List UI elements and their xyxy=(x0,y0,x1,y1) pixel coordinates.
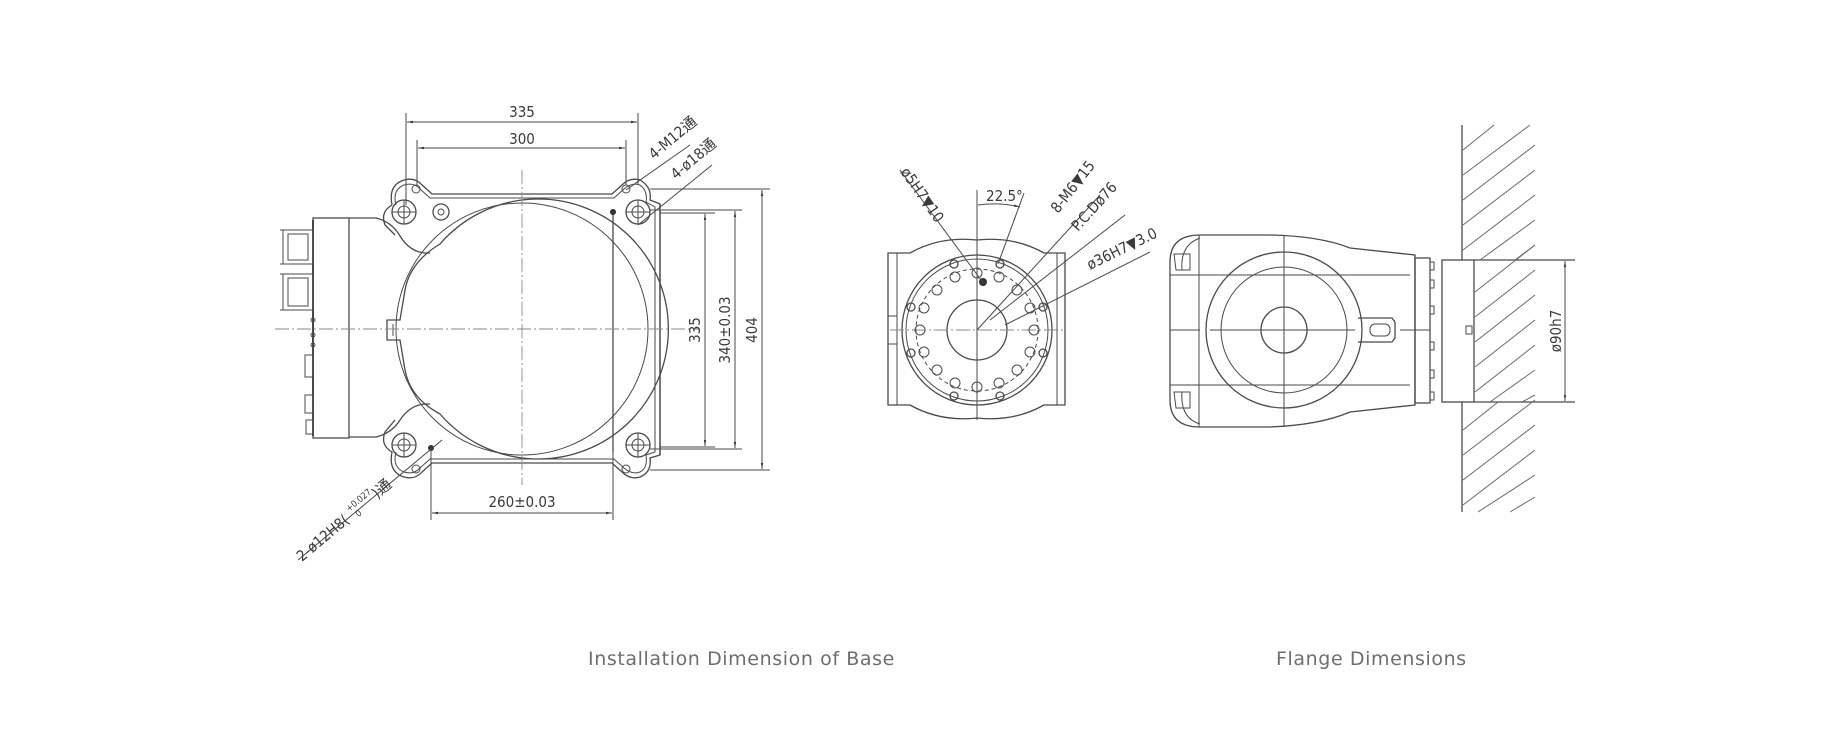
dim-spigot: ø90h7 xyxy=(1547,310,1565,353)
caption-base: Installation Dimension of Base xyxy=(588,648,895,670)
dim-404: 404 xyxy=(743,317,761,343)
right-dimensions xyxy=(650,188,770,471)
flange-side-view xyxy=(1169,234,1475,428)
bottom-dimension xyxy=(430,448,614,520)
flange-front-view: 22.5° ø5H7▼10 8-M6▼15 P.C.Dø76 ø36H7▼3.0 xyxy=(887,157,1160,420)
flange-angle: 22.5° xyxy=(986,187,1023,205)
side-bolts xyxy=(1429,261,1435,401)
callout-pin: 2-ø12H8( +0.027 0 )通 xyxy=(293,475,395,565)
mounting-wall: ø90h7 xyxy=(1461,124,1575,513)
svg-text:2-ø12H8(: 2-ø12H8( xyxy=(293,511,353,565)
mounting-holes xyxy=(391,184,651,474)
dim-260: 260±0.03 xyxy=(488,493,555,511)
base-installation-drawing: 335 300 260±0.03 335 340±0.03 404 4-M12通… xyxy=(275,103,770,565)
base-outline xyxy=(349,178,669,479)
flange-pin-hole: ø5H7▼10 xyxy=(897,164,948,226)
leaders xyxy=(297,144,713,561)
dim-335-right: 335 xyxy=(686,317,704,343)
caption-flange: Flange Dimensions xyxy=(1276,648,1467,670)
dim-300: 300 xyxy=(509,130,535,148)
top-dimensions xyxy=(405,113,639,205)
connector-block xyxy=(280,217,350,439)
svg-text:0: 0 xyxy=(354,509,364,520)
dim-335-top: 335 xyxy=(509,103,535,121)
dim-340: 340±0.03 xyxy=(716,296,734,363)
